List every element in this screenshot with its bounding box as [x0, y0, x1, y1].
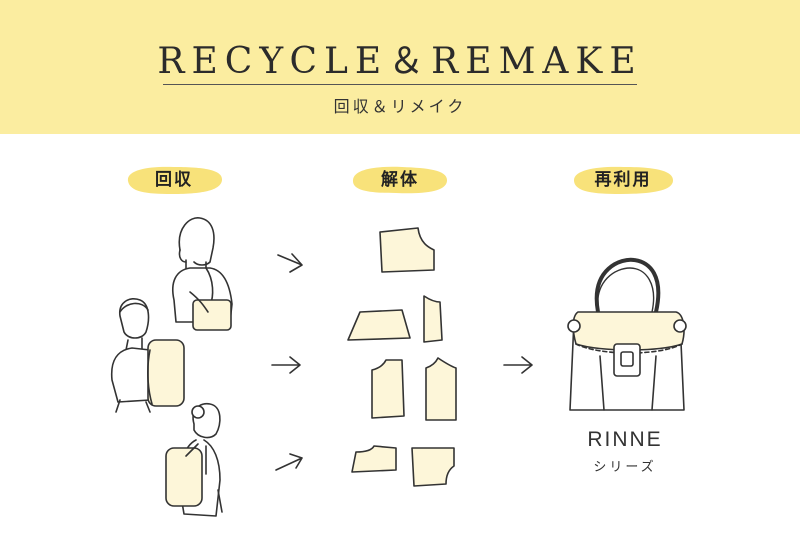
fabric-piece-icon [379, 227, 435, 273]
fabric-piece-icon [347, 309, 411, 341]
woman-shoulder-bag-illustration [172, 217, 233, 331]
arrow-right-icon [275, 453, 303, 471]
arrow-right-icon [271, 356, 301, 374]
arrow-right-icon [503, 356, 533, 374]
fabric-piece-icon [351, 445, 397, 473]
step-dismantle-text: 解体 [381, 170, 419, 190]
product-name: RINNE [587, 428, 663, 451]
step-collect-label: 回収 [122, 163, 226, 197]
label-blob [127, 166, 223, 194]
step-reuse-label: 再利用 [568, 163, 678, 197]
handbag-illustration [567, 257, 687, 411]
title-underline [163, 84, 637, 85]
girl-backpack-illustration [165, 402, 223, 517]
fabric-piece-icon [425, 357, 457, 421]
page-title: RECYCLE＆REMAKE [157, 41, 643, 82]
man-backpack-illustration [110, 298, 185, 413]
step-dismantle-label: 解体 [348, 163, 452, 197]
step-reuse-text: 再利用 [594, 170, 652, 190]
fabric-piece-icon [423, 295, 443, 343]
label-blob [352, 166, 448, 194]
page-subtitle: 回収＆リメイク [333, 97, 467, 116]
arrow-right-icon [277, 253, 303, 273]
product-series: シリーズ [593, 460, 657, 475]
header-band: RECYCLE＆REMAKE 回収＆リメイク [0, 0, 800, 134]
fabric-piece-icon [371, 359, 405, 419]
label-blob [573, 166, 674, 194]
step-collect-text: 回収 [155, 170, 193, 190]
fabric-pieces [347, 227, 457, 487]
fabric-piece-icon [411, 447, 455, 487]
